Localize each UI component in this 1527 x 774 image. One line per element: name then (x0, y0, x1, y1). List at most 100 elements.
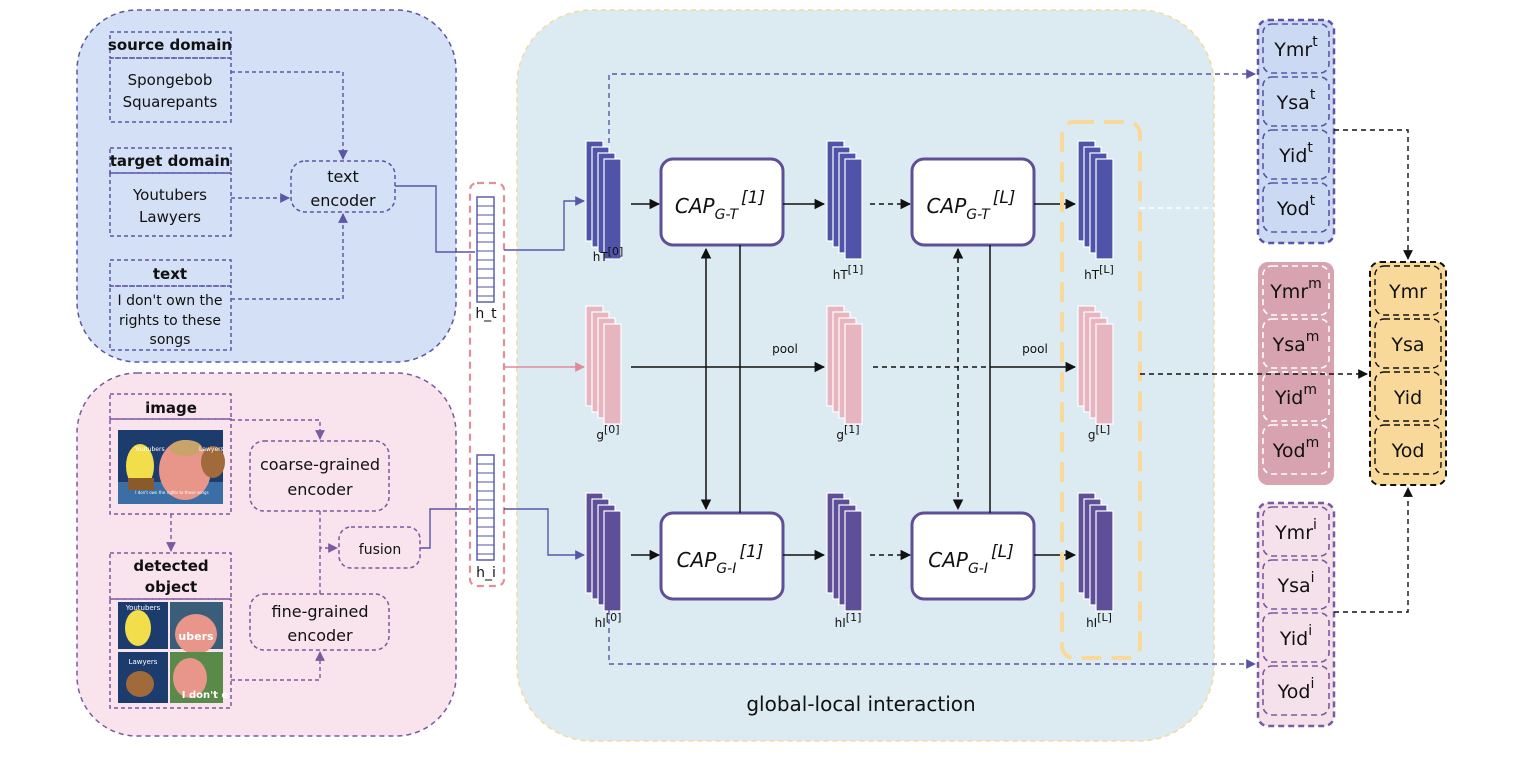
out-global-cell (1262, 424, 1330, 475)
crop-caption-1: Youtubers (125, 604, 161, 612)
source-domain-label-box (109, 31, 232, 59)
crop-caption-2: ubers (178, 630, 214, 643)
out-final-label: Ymr (1388, 281, 1427, 303)
out-global-cell (1262, 265, 1330, 316)
image-label: image (145, 399, 197, 417)
out-image-cell (1262, 612, 1330, 663)
source-to-encoder-arrow (231, 71, 348, 160)
out-text-cell (1262, 182, 1330, 233)
coarse-encoder-line2: encoder (287, 480, 353, 499)
image-embedding-vector (476, 454, 495, 561)
text-embedding-label: h_t (475, 306, 497, 322)
ht0-stack (585, 140, 622, 260)
out-image-label: Ymri (1274, 517, 1317, 544)
interaction-title: global-local interaction (746, 692, 975, 716)
g1-stack (826, 305, 863, 425)
ht1-stack (826, 140, 863, 260)
cap-gt-L-box (910, 157, 1036, 247)
cap-gi-1-box (659, 511, 785, 601)
target-domain-value-line2: Lawyers (139, 208, 201, 226)
detected-object-crops: Youtubers ubers Lawyers I don't e (118, 602, 228, 703)
out-image-cell (1262, 559, 1330, 610)
out-final-label: Yod (1391, 440, 1425, 462)
cap-gt-L-label: CAPG-T[L] (927, 188, 1016, 223)
text-label-box (109, 259, 232, 287)
meme-image: Youtubers Lawyers I don't own the rights… (118, 430, 225, 504)
text-label: text (153, 265, 187, 283)
out-global-label: Yidm (1274, 382, 1317, 409)
target-domain-label-box (109, 147, 232, 174)
source-domain-value-line1: Spongebob (128, 71, 213, 89)
detected-to-fine-arrow (231, 651, 325, 681)
g0-stack (585, 305, 622, 425)
htL-label: hT[L] (1084, 263, 1114, 282)
text-value-line1: I don't own the (117, 293, 222, 309)
out-text-label: Ymrt (1273, 34, 1318, 61)
source-domain-content-box (109, 57, 232, 123)
out-final-cell (1374, 424, 1442, 475)
gL-stack-slice (1095, 323, 1114, 425)
text-output-to-final-arrow (1334, 129, 1413, 260)
meme-caption-bottom: I don't own the rights to these songs (135, 490, 208, 495)
crop-caption-4: I don't e (182, 690, 229, 701)
text-encoder-box (290, 160, 396, 213)
hiL-stack-slice (1095, 510, 1114, 612)
out-image-cell (1262, 506, 1330, 557)
image-embedding-label: h_i (476, 565, 496, 581)
cap-gt-1-label: CAPG-T[1] (675, 188, 765, 223)
g0-stack-slice (603, 323, 622, 425)
out-final-cell (1374, 371, 1442, 422)
out-text-cell (1262, 129, 1330, 180)
out-final-label: Ysa (1390, 334, 1424, 356)
out-global-cell (1262, 318, 1330, 369)
ht0-to-text-output-arrow (608, 69, 1256, 143)
fusion-to-hi-arrow (420, 508, 475, 549)
crop-caption-3: Lawyers (129, 658, 158, 666)
text-embedding-vector (476, 196, 495, 303)
hi1-label: hI[1] (835, 611, 862, 630)
htL-stack (1077, 140, 1114, 260)
out-text-cell (1262, 76, 1330, 127)
ht1-stack-slice (844, 158, 863, 260)
cap-gi-L-label: CAPG-I[L] (928, 542, 1014, 577)
detected-label-line2: object (145, 578, 197, 596)
gL-stack (1077, 305, 1114, 425)
target-domain-value-line1: Youtubers (132, 186, 207, 204)
source-domain-label: source domain (108, 36, 232, 54)
out-global-label: Ymrm (1269, 276, 1322, 303)
out-text-label: Yodt (1276, 193, 1316, 220)
htL-stack-slice (1095, 158, 1114, 260)
out-image-label: Yidi (1279, 623, 1312, 650)
pool-label-2: pool (1022, 342, 1048, 356)
target-domain-label: target domain (110, 152, 231, 170)
g0-label: g[0] (596, 423, 619, 442)
hi0-stack-slice (603, 510, 622, 612)
hi0-to-image-output-arrow (608, 610, 1256, 669)
detected-content-box (109, 598, 232, 709)
fine-grained-encoder-box (249, 593, 390, 651)
cap-gt-1-box (659, 157, 785, 247)
text-to-encoder-arrow (231, 213, 348, 300)
detected-label-box (109, 552, 232, 600)
hi0-stack (585, 492, 622, 612)
image-label-box (109, 393, 232, 420)
text-value-line2: rights to these (119, 313, 221, 329)
text-encoder-line2: encoder (310, 191, 376, 210)
source-domain-value-line2: Squarepants (123, 93, 218, 111)
text-value-line3: songs (150, 332, 191, 348)
out-image-cell (1262, 665, 1330, 716)
hi1-stack (826, 492, 863, 612)
coarse-encoder-line1: coarse-grained (260, 455, 380, 474)
out-text-cell (1262, 23, 1330, 74)
text-encoder-line1: text (327, 167, 359, 186)
image-output-to-final-arrow (1334, 487, 1413, 613)
meme-caption-right: Lawyers (199, 446, 224, 453)
cap-gi-1-label: CAPG-I[1] (677, 542, 764, 577)
g1-label: g[1] (836, 423, 859, 442)
out-text-label: Ysat (1276, 87, 1316, 114)
hiL-stack (1077, 492, 1114, 612)
ht0-label: hT[0] (593, 245, 624, 264)
hiL-label: hI[L] (1086, 611, 1112, 630)
